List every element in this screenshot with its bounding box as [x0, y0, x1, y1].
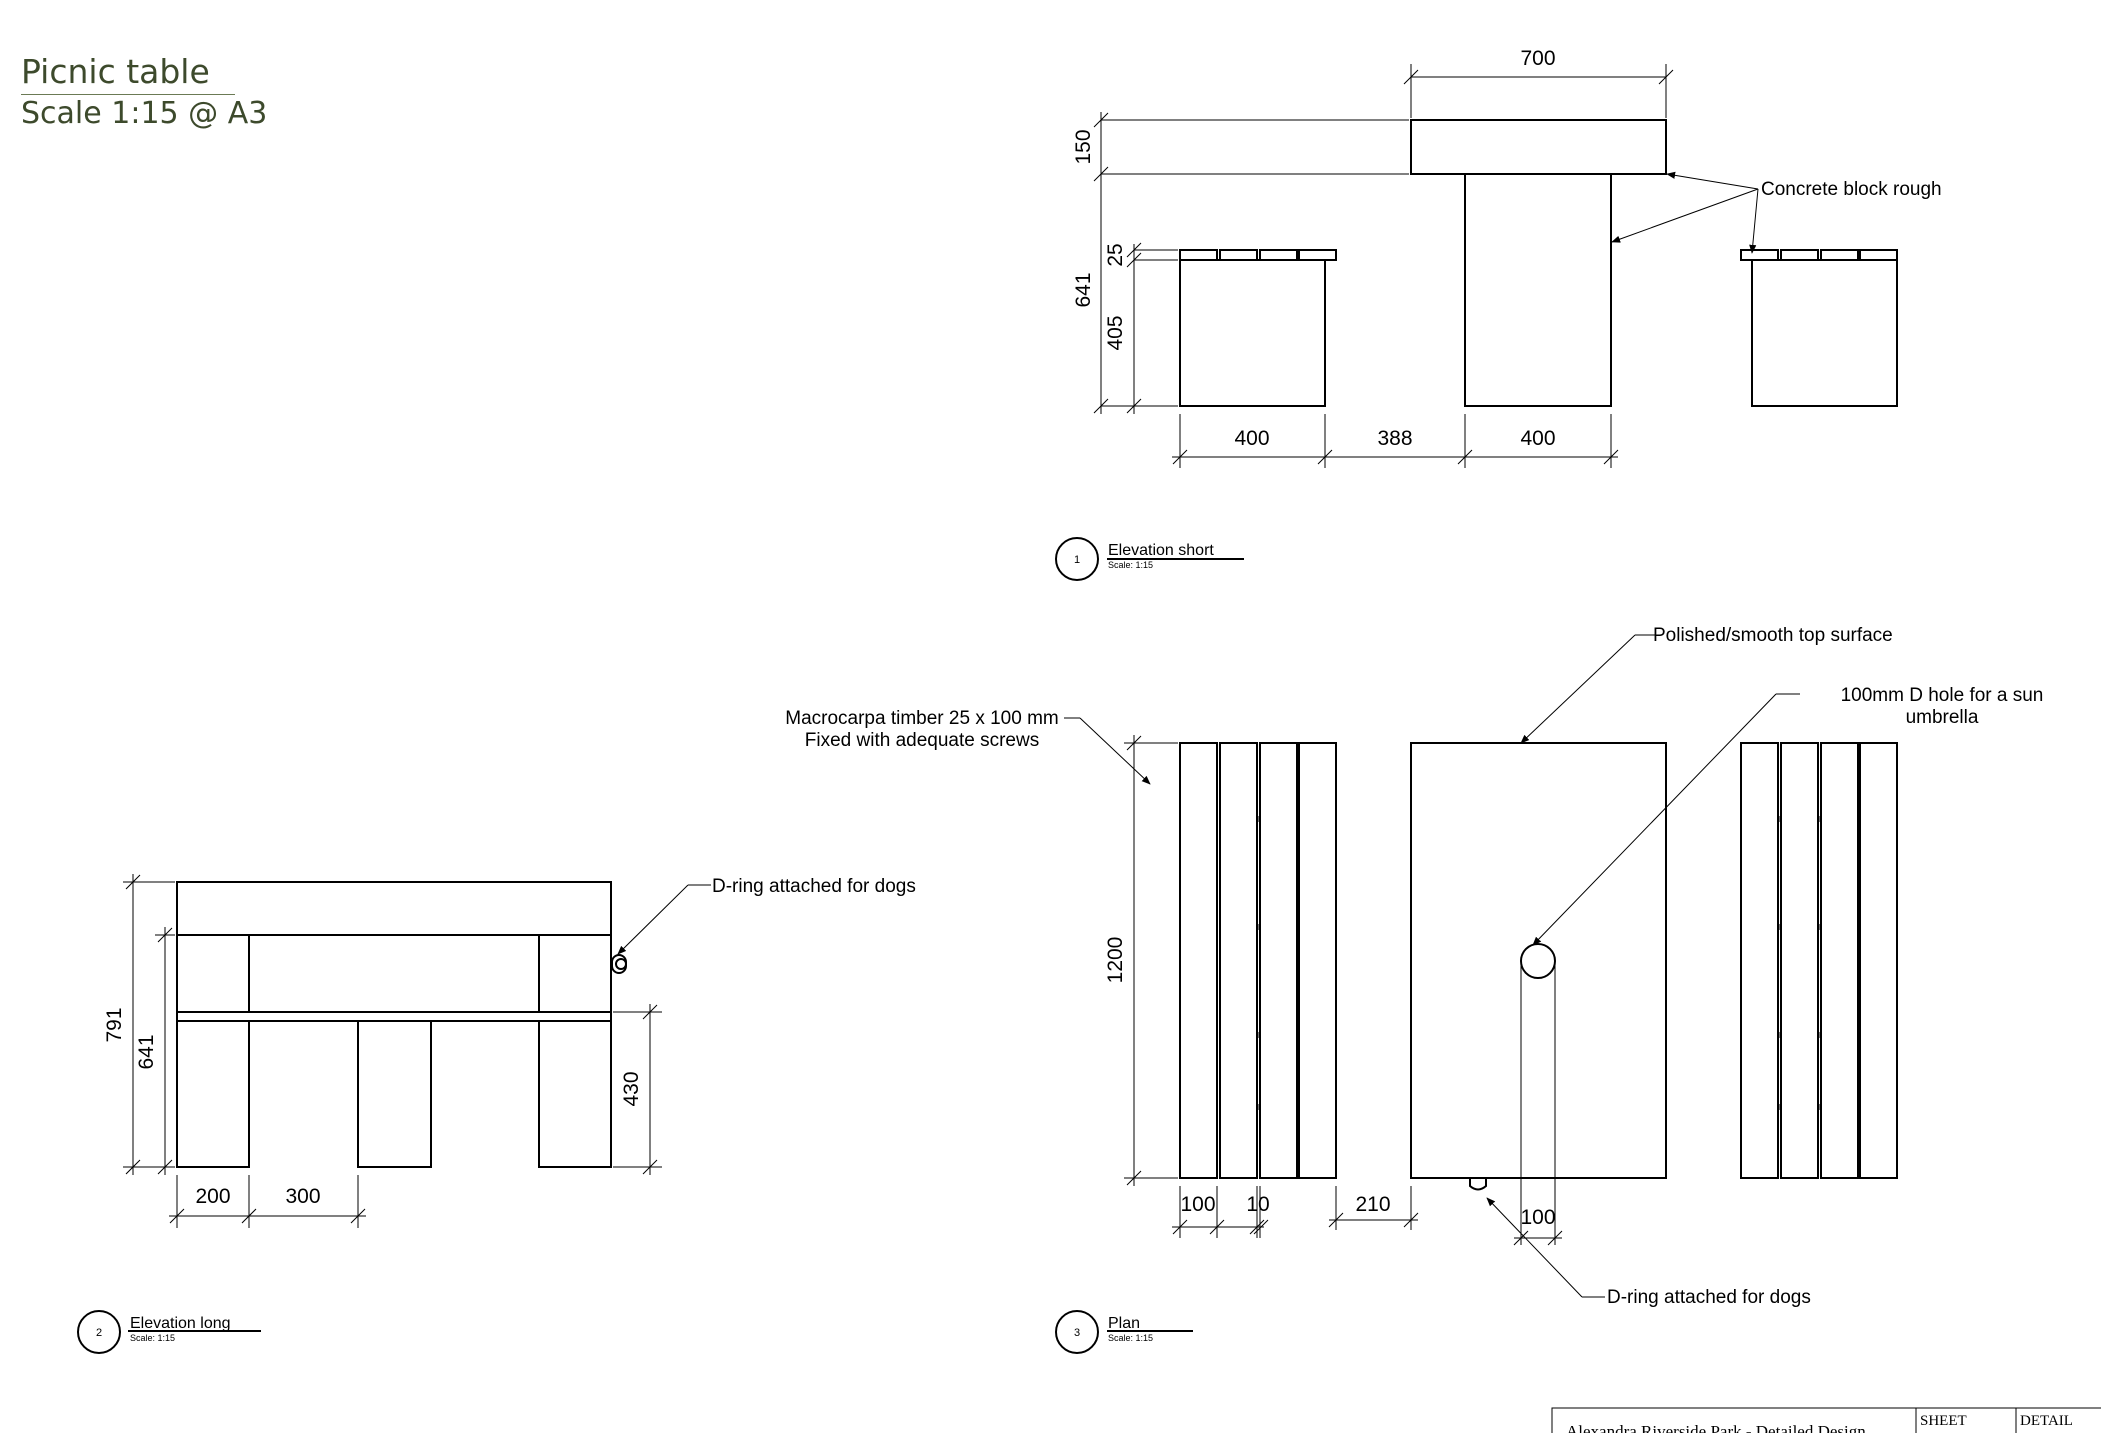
title-block-sheet-label: SHEET [1920, 1413, 1967, 1429]
view-number-2: 2 [96, 1327, 102, 1339]
note-concrete-block: Concrete block rough [1761, 179, 1942, 200]
sheet-title-block: Picnic table Scale 1:15 @ A3 [21, 52, 267, 133]
plan-screw-marks [1216, 816, 1860, 1110]
elevation-short-dimensions [1093, 64, 1674, 468]
plan-dimensions [1064, 634, 1800, 1298]
bench-left-body [1179, 259, 1326, 407]
drawing-scale: Scale 1:15 @ A3 [21, 96, 268, 131]
view-tag-plan: 3 Plan Scale: 1:15 [1055, 1310, 1193, 1354]
concrete-leaders [1611, 171, 1759, 254]
long-leg-mid [357, 1020, 432, 1168]
dim-seat-height: 405 [1104, 315, 1127, 350]
view-tag-elevation-long: 2 Elevation long Scale: 1:15 [77, 1310, 261, 1354]
dim-bench-gap: 210 [1355, 1193, 1390, 1216]
dim-length: 1200 [1104, 937, 1127, 984]
umbrella-hole [1520, 943, 1556, 979]
long-seat-band [176, 1011, 612, 1022]
elevation-long-view [176, 881, 627, 1168]
title-block-detail-label: DETAIL [2020, 1413, 2073, 1429]
bench-right-slats [1740, 249, 1898, 261]
long-leg-right [538, 1020, 612, 1168]
dim-top-thickness: 150 [1072, 129, 1095, 164]
dim-leg-gap: 300 [285, 1185, 320, 1208]
plan-bench-right-slat-4 [1859, 742, 1898, 1179]
drawing-title: Picnic table [21, 52, 235, 95]
d-ring-long [611, 954, 627, 974]
plan-bench-right-slat-2 [1780, 742, 1819, 1179]
note-top-surface: Polished/smooth top surface [1653, 625, 1893, 646]
note-dring-long: D-ring attached for dogs [712, 876, 916, 897]
note-timber-line-2: Fixed with adequate screws [805, 730, 1039, 751]
title-block-project: Alexandra Riverside Park - Detailed Desi… [1566, 1422, 1866, 1433]
dim-body-height-long: 641 [135, 1034, 158, 1069]
title-block [1551, 1407, 2101, 1433]
long-frame [176, 934, 612, 1013]
dim-top-width: 700 [1520, 47, 1555, 70]
plan-bench-right-slat-3 [1820, 742, 1859, 1179]
plan-table-top [1410, 742, 1667, 1179]
elevation-short-view [1179, 119, 1898, 407]
view-number-3: 3 [1074, 1327, 1080, 1339]
note-dring-plan: D-ring attached for dogs [1607, 1287, 1811, 1308]
dim-hole-offset: 100 [1520, 1206, 1555, 1229]
view-tag-elevation-short: 1 Elevation short Scale: 1:15 [1055, 537, 1244, 581]
pedestal [1464, 173, 1612, 407]
dim-leg-width: 200 [195, 1185, 230, 1208]
dim-seat-width-left: 400 [1234, 427, 1269, 450]
bench-right-body [1751, 259, 1898, 407]
view-name-elevation-short: Elevation short [1108, 542, 1214, 559]
view-scale-elevation-short: Scale: 1:15 [1108, 560, 1153, 570]
plan-bench-right-slat-1 [1740, 742, 1779, 1179]
dim-slat-width: 100 [1180, 1193, 1215, 1216]
table-top [1410, 119, 1667, 175]
plan-bench-left-slat-4 [1298, 742, 1337, 1179]
note-umbrella-hole-line-1: 100mm D hole for a sun [1841, 685, 2044, 706]
view-scale-plan: Scale: 1:15 [1108, 1333, 1153, 1343]
d-ring-plan [1469, 1178, 1487, 1191]
long-leg-left [176, 1020, 250, 1168]
view-name-plan: Plan [1108, 1315, 1140, 1332]
dim-overall-height-long: 791 [103, 1007, 126, 1042]
plan-bench-left-slat-2 [1219, 742, 1258, 1179]
dim-seat-height-long: 430 [620, 1071, 643, 1106]
view-scale-elevation-long: Scale: 1:15 [130, 1333, 175, 1343]
bench-left-slats [1179, 249, 1337, 261]
view-number-1: 1 [1074, 554, 1080, 566]
plan-bench-left-slat-1 [1179, 742, 1218, 1179]
note-umbrella-hole-line-2: umbrella [1906, 707, 1979, 728]
note-timber-line-1: Macrocarpa timber 25 x 100 mm [785, 708, 1059, 729]
dim-overall-height: 641 [1072, 272, 1095, 307]
dim-gap: 388 [1377, 427, 1412, 450]
dim-pedestal-width: 400 [1520, 427, 1555, 450]
long-table-top [176, 881, 612, 936]
plan-bench-left-slat-3 [1259, 742, 1298, 1179]
view-name-elevation-long: Elevation long [130, 1315, 231, 1332]
plan-view [1179, 742, 1898, 1191]
dim-slat-thickness: 25 [1104, 243, 1127, 266]
elevation-long-dimensions [123, 874, 711, 1228]
dim-slat-gap: 10 [1246, 1193, 1269, 1216]
